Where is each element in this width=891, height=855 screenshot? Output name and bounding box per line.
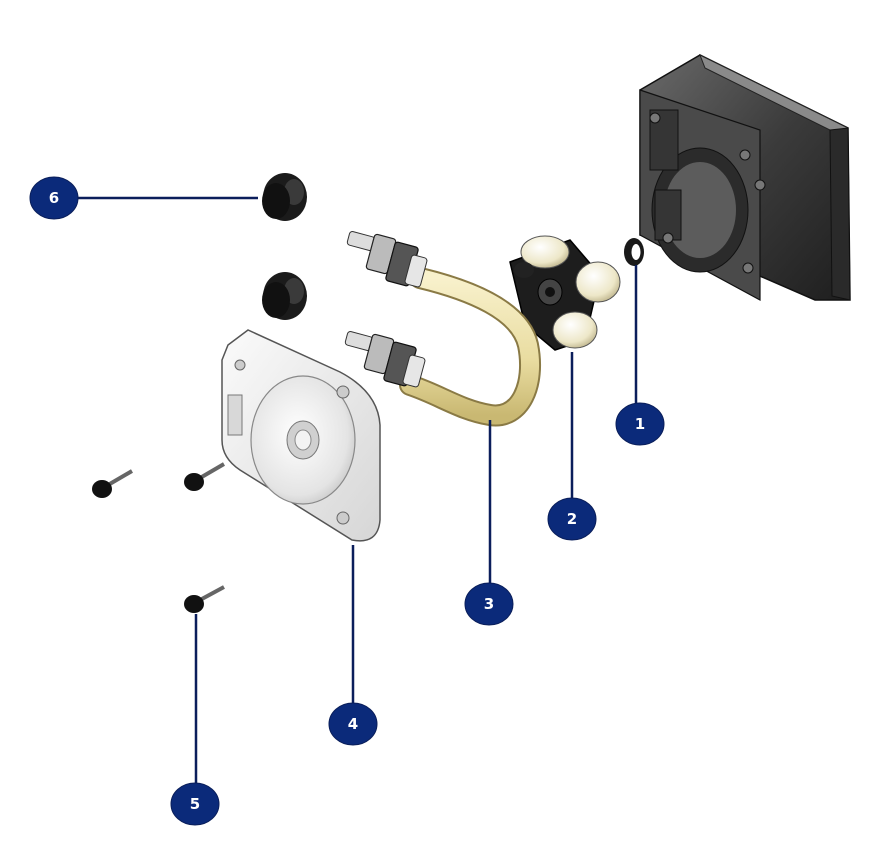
callout-4-label: 4 (348, 715, 358, 733)
thumb-screw-middle (184, 462, 226, 491)
callout-3-label: 3 (484, 595, 494, 613)
thumb-screw-bottom (184, 585, 225, 613)
callout-5-label: 5 (190, 795, 200, 813)
callout-2-label: 2 (567, 510, 577, 528)
callout-6-label: 6 (49, 189, 59, 207)
callout-4[interactable]: 4 (328, 702, 378, 746)
thumb-screw-left (92, 469, 134, 498)
callout-3[interactable]: 3 (464, 582, 514, 626)
tubing-assembly (344, 231, 542, 427)
bushing-upper (262, 173, 307, 221)
washer (624, 238, 644, 266)
callout-5[interactable]: 5 (170, 782, 220, 826)
bushing-lower (262, 272, 307, 320)
callout-2[interactable]: 2 (547, 497, 597, 541)
cover-plate (221, 329, 381, 542)
callout-1-label: 1 (635, 415, 645, 433)
callout-1[interactable]: 1 (615, 402, 665, 446)
rotor-assembly (509, 235, 621, 351)
pump-housing (639, 53, 851, 302)
callout-6[interactable]: 6 (29, 176, 79, 220)
